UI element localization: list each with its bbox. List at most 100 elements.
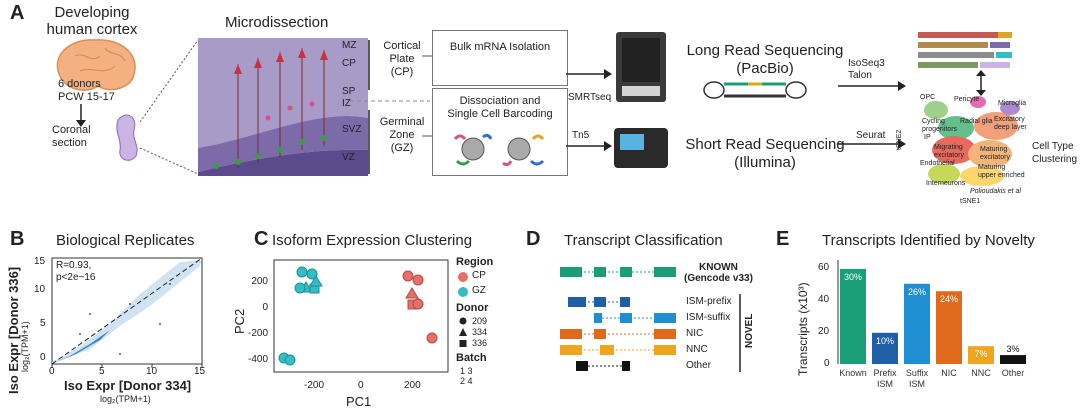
bar-pct-label-0: 30% (844, 272, 862, 282)
legend-batch-values: 1 3 2 4 (460, 366, 473, 386)
legend-donor-title: Donor (456, 302, 489, 314)
gz-zone-label: Germinal Zone (GZ) (379, 116, 425, 154)
e-ytick-20: 20 (818, 326, 830, 337)
b-ytick-15: 15 (34, 256, 46, 267)
layer-vz: VZ (342, 152, 355, 163)
isoform-reads-icon (918, 32, 1012, 68)
panel-c-title: Isoform Expression Clustering (272, 232, 473, 249)
c-ytick-minus400: -400 (247, 354, 268, 365)
e-ytick-60: 60 (818, 262, 830, 273)
bar-category-label-4-0: NNC (971, 368, 991, 378)
cp-zone-label: Cortical Plate (CP) (383, 40, 421, 78)
legend-donor-209: 209 (472, 316, 488, 326)
legend-region-gz: GZ (472, 285, 486, 296)
tsne-label-cycling: Cycling progenitors (922, 118, 958, 133)
sequencing-arrows (566, 69, 612, 151)
smrtseq-label: SMRTseq (568, 92, 612, 103)
legend-donor-336: 336 (472, 338, 488, 348)
long-read-label: Long Read Sequencing (PacBio) (686, 42, 844, 77)
nic-label: NIC (686, 328, 704, 339)
donor-info: 6 donors PCW 15-17 (58, 78, 115, 103)
legend-region-cp: CP (472, 270, 486, 281)
legend-region-swatches (458, 272, 468, 297)
zoom-lines (140, 39, 199, 175)
tsne-label-interneurons: Interneurons (926, 180, 966, 187)
isoseq-label: IsoSeq3 Talon (848, 58, 885, 81)
legend-region-title: Region (456, 256, 494, 268)
b-xlabel-sub: log₂(TPM+1) (100, 394, 151, 404)
bidirectional-arrow-icon (976, 70, 986, 96)
tsne-plot (924, 96, 1020, 186)
layer-svz: SVZ (342, 124, 362, 135)
bar-pct-label-3: 24% (940, 294, 958, 304)
analysis-arrows (838, 81, 906, 149)
layer-mz: MZ (342, 40, 357, 51)
coronal-section-label: Coronal section (52, 124, 91, 149)
pacbio-instrument-icon (616, 32, 666, 102)
bar-0 (840, 268, 866, 364)
illumina-instrument-icon (614, 128, 668, 168)
c-xtick-minus200: -200 (304, 380, 325, 391)
c-ytick-minus200: -200 (247, 328, 268, 339)
tsne-label-radial-glia: Radial glia (960, 118, 993, 125)
e-ylabel: Transcripts (x10³) (796, 282, 810, 376)
bar-2 (904, 283, 930, 364)
legend-donor-334: 334 (472, 327, 488, 337)
c-ylabel: PC2 (232, 308, 247, 334)
tsne-label-excitatory-deep: Excitatory deep layer (994, 116, 1027, 131)
tsne-label-ip: IP (924, 134, 931, 141)
layer-iz: IZ (342, 98, 351, 109)
known-label: KNOWN (Gencode v33) (684, 262, 753, 284)
bar-category-label-1-0: Prefix (873, 368, 897, 378)
c-ytick-0: 0 (262, 302, 268, 313)
c-xlabel: PC1 (346, 394, 372, 409)
tsne-label-opc: OPC (920, 94, 936, 101)
bar-category-label-2-1: ISM (909, 379, 925, 389)
panel-b-title: Biological Replicates (56, 232, 195, 249)
e-ytick-40: 40 (818, 294, 830, 305)
bar-category-label-1-1: ISM (877, 379, 893, 389)
bar-4 (968, 346, 994, 364)
arrow-down-icon (76, 104, 86, 127)
ism-suffix-label: ISM-suffix (686, 312, 731, 323)
tsne-x-axis-label: tSNE1 (960, 198, 981, 205)
b-xtick-5: 5 (99, 366, 105, 377)
cortex-title: Developing human cortex (46, 4, 138, 38)
bulk-mrna-box: Bulk mRNA Isolation (432, 30, 568, 86)
bar-1 (872, 332, 898, 364)
panel-label-a: A (10, 2, 25, 24)
panel-d-title: Transcript Classification (564, 232, 723, 249)
smrtbell-icon (703, 81, 807, 99)
bar-category-label-0-0: Known (839, 368, 867, 378)
bar-3 (936, 291, 962, 364)
legend-batch-title: Batch (456, 352, 487, 364)
replicates-scatter (51, 257, 203, 368)
bar-pct-label-5: 3% (1006, 344, 1019, 354)
layer-cp: CP (342, 58, 356, 69)
b-ytick-5: 5 (40, 318, 46, 329)
short-read-label: Short Read Sequencing (Illumina) (685, 136, 845, 171)
correlation-stats: R=0.93, p<2e−16 (56, 260, 96, 283)
zone-brackets (368, 40, 370, 174)
iz-dashed-line (350, 100, 430, 102)
b-ytick-10: 10 (34, 284, 46, 295)
bar-category-label-3-0: NIC (941, 368, 957, 378)
tsne-citation: Polioudakis et al (970, 188, 1021, 195)
novel-label: NOVEL (744, 313, 755, 348)
other-label: Other (686, 360, 712, 371)
tsne-label-migrating: Migrating excitatory (934, 144, 964, 159)
bar-pct-label-1: 10% (876, 336, 894, 346)
bar-pct-label-4: 7% (974, 349, 987, 359)
brain-icon (56, 39, 136, 91)
bar-5 (1000, 355, 1026, 364)
box-connector (422, 55, 432, 137)
legend-donor-shapes (459, 317, 467, 347)
bar-pct-label-2: 26% (908, 287, 926, 297)
cortex-schematic (198, 38, 368, 176)
coronal-section-icon (116, 114, 138, 161)
panel-label-e: E (776, 228, 790, 250)
dissociation-label: Dissociation and Single Cell Barcoding (447, 95, 553, 120)
e-ytick-0: 0 (824, 358, 830, 369)
tsne-label-maturing: Maturing excitatory (980, 146, 1010, 161)
b-ylabel-sub: log₂(TPM+1) (20, 321, 30, 372)
